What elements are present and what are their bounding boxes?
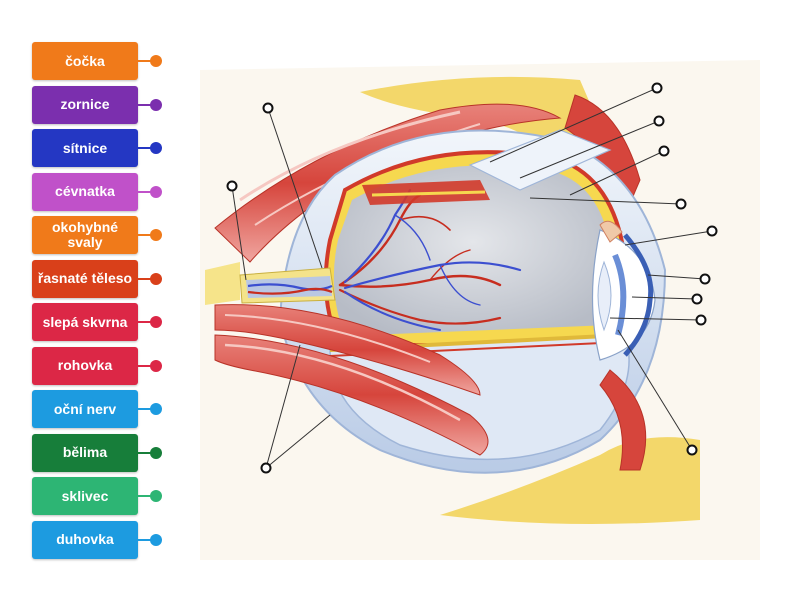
drag-handle-dot[interactable] — [150, 272, 162, 285]
drag-handle-dot[interactable] — [150, 229, 162, 241]
label-connector — [138, 364, 158, 367]
label-rasnate-teleso[interactable]: řasnaté těleso — [32, 259, 162, 298]
target-pupil[interactable] — [691, 293, 703, 305]
drag-handle-dot[interactable] — [150, 98, 162, 111]
target-ciliary[interactable] — [706, 225, 718, 237]
target-vitreous[interactable] — [675, 198, 687, 210]
target-lower-right[interactable] — [686, 444, 698, 456]
label-connector — [138, 451, 158, 454]
target-upper-1[interactable] — [651, 82, 663, 94]
target-cornea[interactable] — [699, 273, 711, 285]
target-upper-2[interactable] — [653, 115, 665, 127]
target-upper-3[interactable] — [658, 145, 670, 157]
label-text: čočka — [65, 52, 105, 69]
drag-handle-dot[interactable] — [150, 403, 162, 415]
label-text: bělima — [62, 444, 108, 460]
label-connector — [138, 277, 158, 280]
label-connector — [138, 538, 158, 541]
label-sklivec[interactable]: sklivec — [32, 477, 162, 515]
label-connector — [138, 147, 158, 149]
drag-handle-dot[interactable] — [150, 490, 162, 502]
label-connector — [138, 234, 158, 236]
label-text: duhovka — [56, 531, 114, 547]
drag-handle-dot[interactable] — [150, 316, 162, 328]
drag-handle-dot[interactable] — [150, 142, 162, 154]
label-text: slepá skvrna — [42, 313, 128, 330]
label-connector — [138, 495, 158, 497]
drag-handle-dot[interactable] — [150, 55, 162, 67]
target-muscles-bottom[interactable] — [260, 462, 272, 474]
label-zornice[interactable]: zornice — [32, 85, 162, 124]
label-text: rohovka — [57, 357, 113, 373]
label-text: zornice — [60, 96, 110, 112]
optic-nerve — [239, 267, 336, 304]
label-text: oční nerv — [53, 400, 117, 417]
drag-handle-dot[interactable] — [150, 446, 162, 459]
label-sitnice[interactable]: sítnice — [32, 129, 162, 167]
label-ocni-nerv[interactable]: oční nerv — [32, 390, 162, 428]
drag-handle-dot[interactable] — [150, 185, 162, 198]
target-iris[interactable] — [695, 314, 707, 326]
label-connector — [138, 103, 158, 106]
drop-targets — [226, 82, 718, 474]
label-text: sítnice — [62, 139, 108, 156]
drag-handle-dot[interactable] — [150, 359, 162, 372]
label-rohovka[interactable]: rohovka — [32, 346, 162, 385]
label-text: okohybné svaly — [51, 219, 119, 250]
retinal-vessels — [338, 188, 522, 331]
leader-lines — [231, 87, 713, 469]
label-connector — [138, 321, 158, 323]
label-duhovka[interactable]: duhovka — [32, 520, 162, 559]
target-nerve-left[interactable] — [226, 180, 238, 192]
label-cocka[interactable]: čočka — [32, 42, 162, 80]
label-text: sklivec — [61, 487, 109, 504]
target-nerve-top[interactable] — [262, 102, 274, 114]
label-connector — [138, 408, 158, 410]
label-text: řasnaté těleso — [37, 270, 133, 286]
label-belima[interactable]: bělima — [32, 433, 162, 472]
label-bank: čočka zornice sítnice cévnatka okohybné sval… — [0, 0, 180, 600]
label-text: cévnatka — [55, 183, 115, 199]
label-slepa-skvrna[interactable]: slepá skvrna — [32, 303, 162, 341]
label-okohybne-svaly[interactable]: okohybné svaly — [32, 216, 162, 254]
label-cevnatka[interactable]: cévnatka — [32, 172, 162, 211]
anterior-segment — [591, 220, 656, 361]
lower-muscles — [214, 304, 647, 471]
label-connector — [138, 60, 158, 62]
drag-handle-dot[interactable] — [150, 533, 162, 546]
label-connector — [138, 190, 158, 193]
